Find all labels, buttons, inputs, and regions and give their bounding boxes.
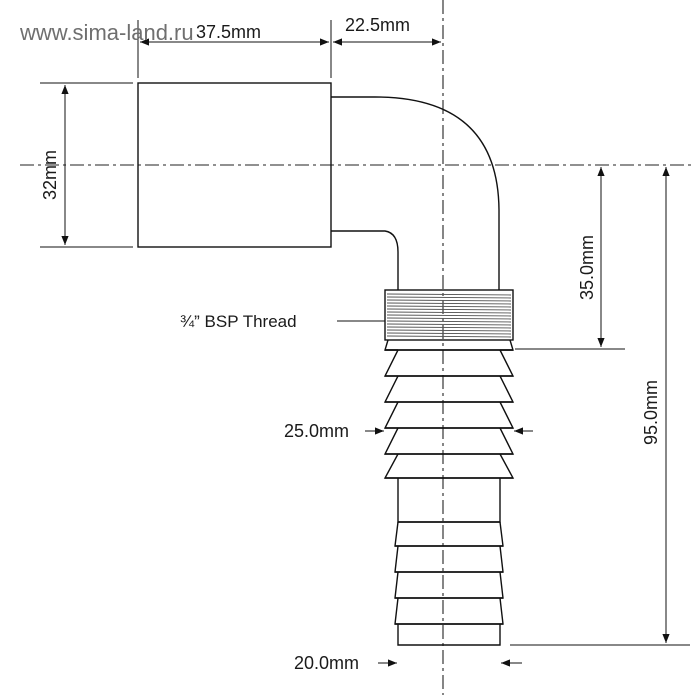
thread-groove xyxy=(386,329,512,332)
dim-label-20: 20.0mm xyxy=(294,653,359,673)
dim-label-32: 32mm xyxy=(40,150,60,200)
barb-ring xyxy=(397,478,501,523)
barb-ring xyxy=(383,349,515,377)
thread-groove xyxy=(386,332,512,335)
thread-groove xyxy=(386,308,512,311)
barb-ring xyxy=(383,453,515,479)
socket-body xyxy=(137,82,332,248)
dim-label-95: 95.0mm xyxy=(641,380,661,445)
dim-label-37-5: 37.5mm xyxy=(196,22,261,42)
barb-ring xyxy=(383,427,515,455)
elbow-inner-curve xyxy=(331,230,399,290)
thread-groove xyxy=(386,293,512,296)
barb-ring xyxy=(394,597,504,625)
thread-groove xyxy=(386,326,512,329)
thread-groove xyxy=(386,311,512,314)
thread-groove xyxy=(386,302,512,305)
thread-groove xyxy=(386,314,512,317)
thread-groove xyxy=(386,305,512,308)
thread-groove xyxy=(386,296,512,299)
elbow-outer-curve xyxy=(331,96,500,290)
thread-groove xyxy=(386,317,512,320)
dim-label-25: 25.0mm xyxy=(284,421,349,441)
thread-groove xyxy=(386,320,512,323)
thread-groove xyxy=(386,323,512,326)
barb-ring xyxy=(384,339,514,351)
barb-ring xyxy=(394,571,504,599)
barb-ring xyxy=(383,375,515,403)
thread-lines xyxy=(386,293,512,338)
watermark: www.sima-land.ru xyxy=(19,20,194,45)
hose-barb xyxy=(383,339,515,646)
thread-groove xyxy=(386,299,512,302)
dim-label-35: 35.0mm xyxy=(577,235,597,300)
thread-section xyxy=(384,289,514,341)
thread-label: ¾” BSP Thread xyxy=(180,312,297,331)
thread-groove xyxy=(386,335,512,338)
dim-label-22-5: 22.5mm xyxy=(345,15,410,35)
barb-ring xyxy=(394,521,504,547)
barb-tip xyxy=(397,624,501,646)
barb-ring xyxy=(383,401,515,429)
barb-ring xyxy=(394,545,504,573)
